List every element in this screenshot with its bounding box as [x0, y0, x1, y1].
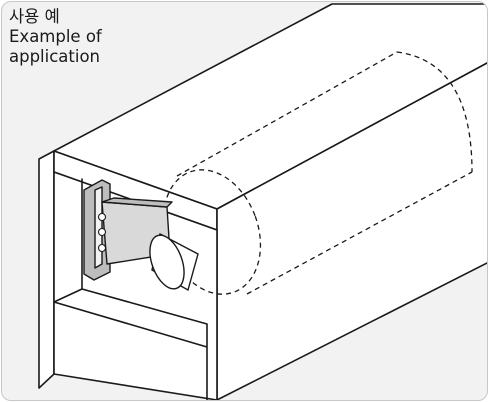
caption-korean: 사용 예	[9, 7, 60, 26]
bracket-arm-top	[101, 197, 173, 208]
screw-top	[97, 212, 107, 222]
cabinet-side-panel	[38, 150, 55, 389]
illustration-caption: 사용 예 Example of application	[9, 7, 102, 67]
screw-bottom	[97, 243, 107, 253]
shelf-right-face	[216, 62, 487, 400]
screw-middle	[97, 227, 107, 237]
bracket-slot	[94, 186, 103, 269]
caption-line-2: application	[9, 47, 101, 66]
interior-shelf	[53, 288, 208, 400]
rod-body-outline	[176, 51, 473, 295]
caption-line-1: Example of	[9, 27, 102, 46]
rod-stub-end	[149, 234, 185, 290]
